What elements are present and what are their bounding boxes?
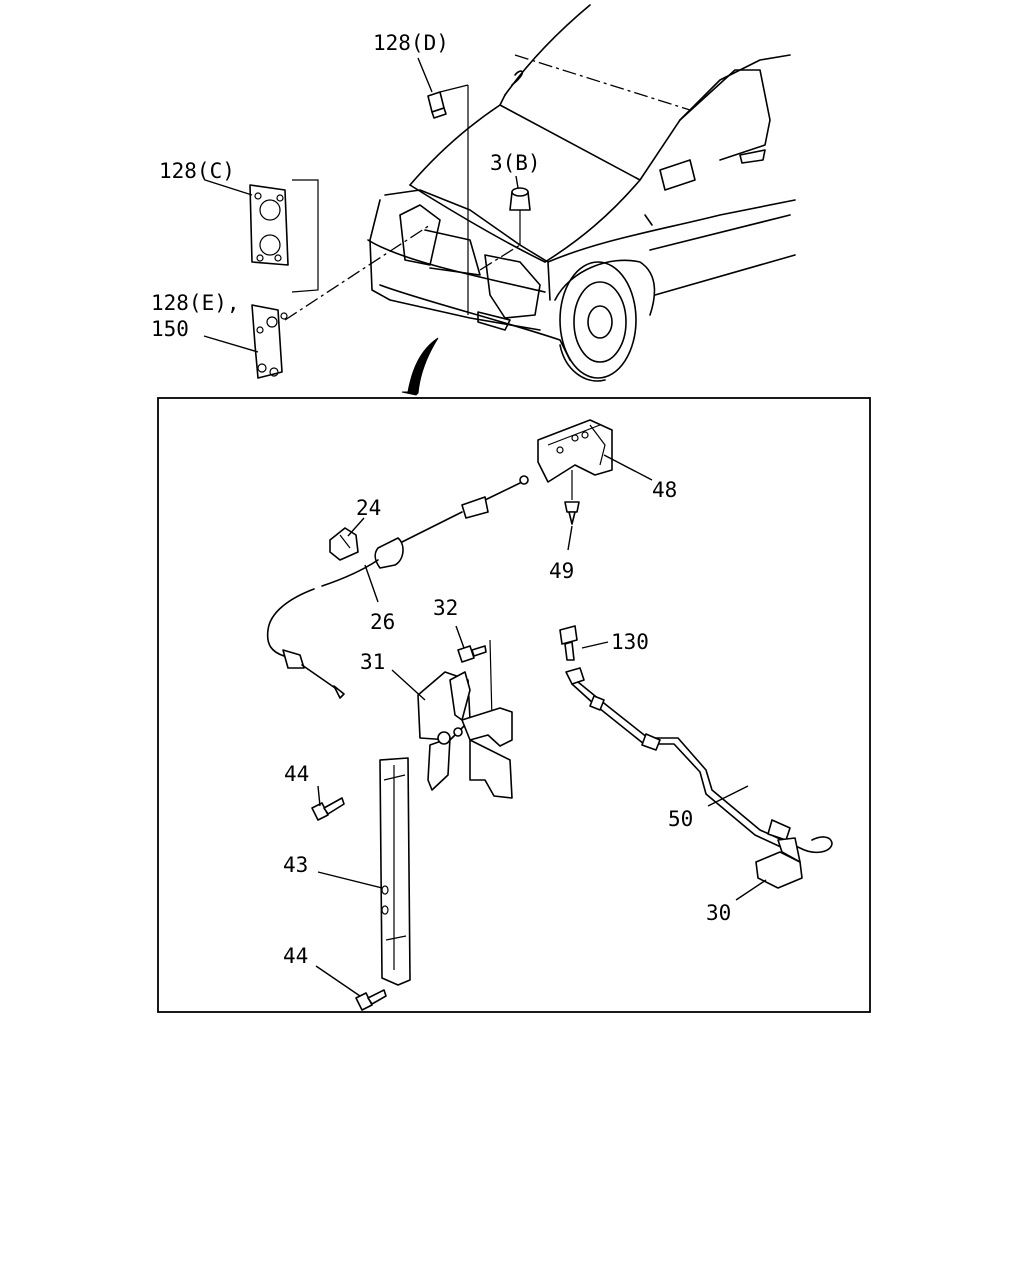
ground-strap-50 [565, 667, 833, 855]
callout-50: 50 [668, 807, 693, 831]
callout-150: 150 [151, 317, 189, 341]
detail-frame [157, 397, 871, 1013]
callout-43: 43 [283, 853, 308, 877]
callout-130: 130 [611, 630, 649, 654]
callout-44-upper: 44 [284, 762, 309, 786]
vehicle-front-illustration [284, 4, 796, 396]
callout-49: 49 [549, 559, 574, 583]
bolt-130 [559, 625, 578, 661]
callout-31: 31 [360, 650, 385, 674]
bolt-44-lower [355, 989, 387, 1011]
callout-128c: 128(C) [159, 159, 235, 183]
callout-32: 32 [433, 596, 458, 620]
callout-128e: 128(E), [151, 291, 240, 315]
bumper-stop-3b [509, 187, 531, 211]
bracket-128d [427, 91, 447, 119]
callout-44-lower: 44 [283, 944, 308, 968]
bracket-128c [249, 184, 289, 266]
bolt-44-upper [311, 797, 345, 821]
callout-128d: 128(D) [373, 31, 449, 55]
cable-clip-24 [329, 527, 359, 561]
callout-24: 24 [356, 496, 381, 520]
callout-48: 48 [652, 478, 677, 502]
hood-latch-31 [417, 671, 513, 799]
callout-30: 30 [706, 901, 731, 925]
clip-30 [755, 837, 803, 889]
callout-26: 26 [370, 610, 395, 634]
hood-latch-bracket-48 [537, 419, 613, 500]
screw-49 [564, 501, 580, 525]
latch-support-43 [379, 757, 411, 986]
bracket-128e [251, 304, 288, 379]
release-cable-26 [266, 475, 529, 699]
callout-3b: 3(B) [490, 151, 541, 175]
bolt-32 [457, 645, 487, 663]
